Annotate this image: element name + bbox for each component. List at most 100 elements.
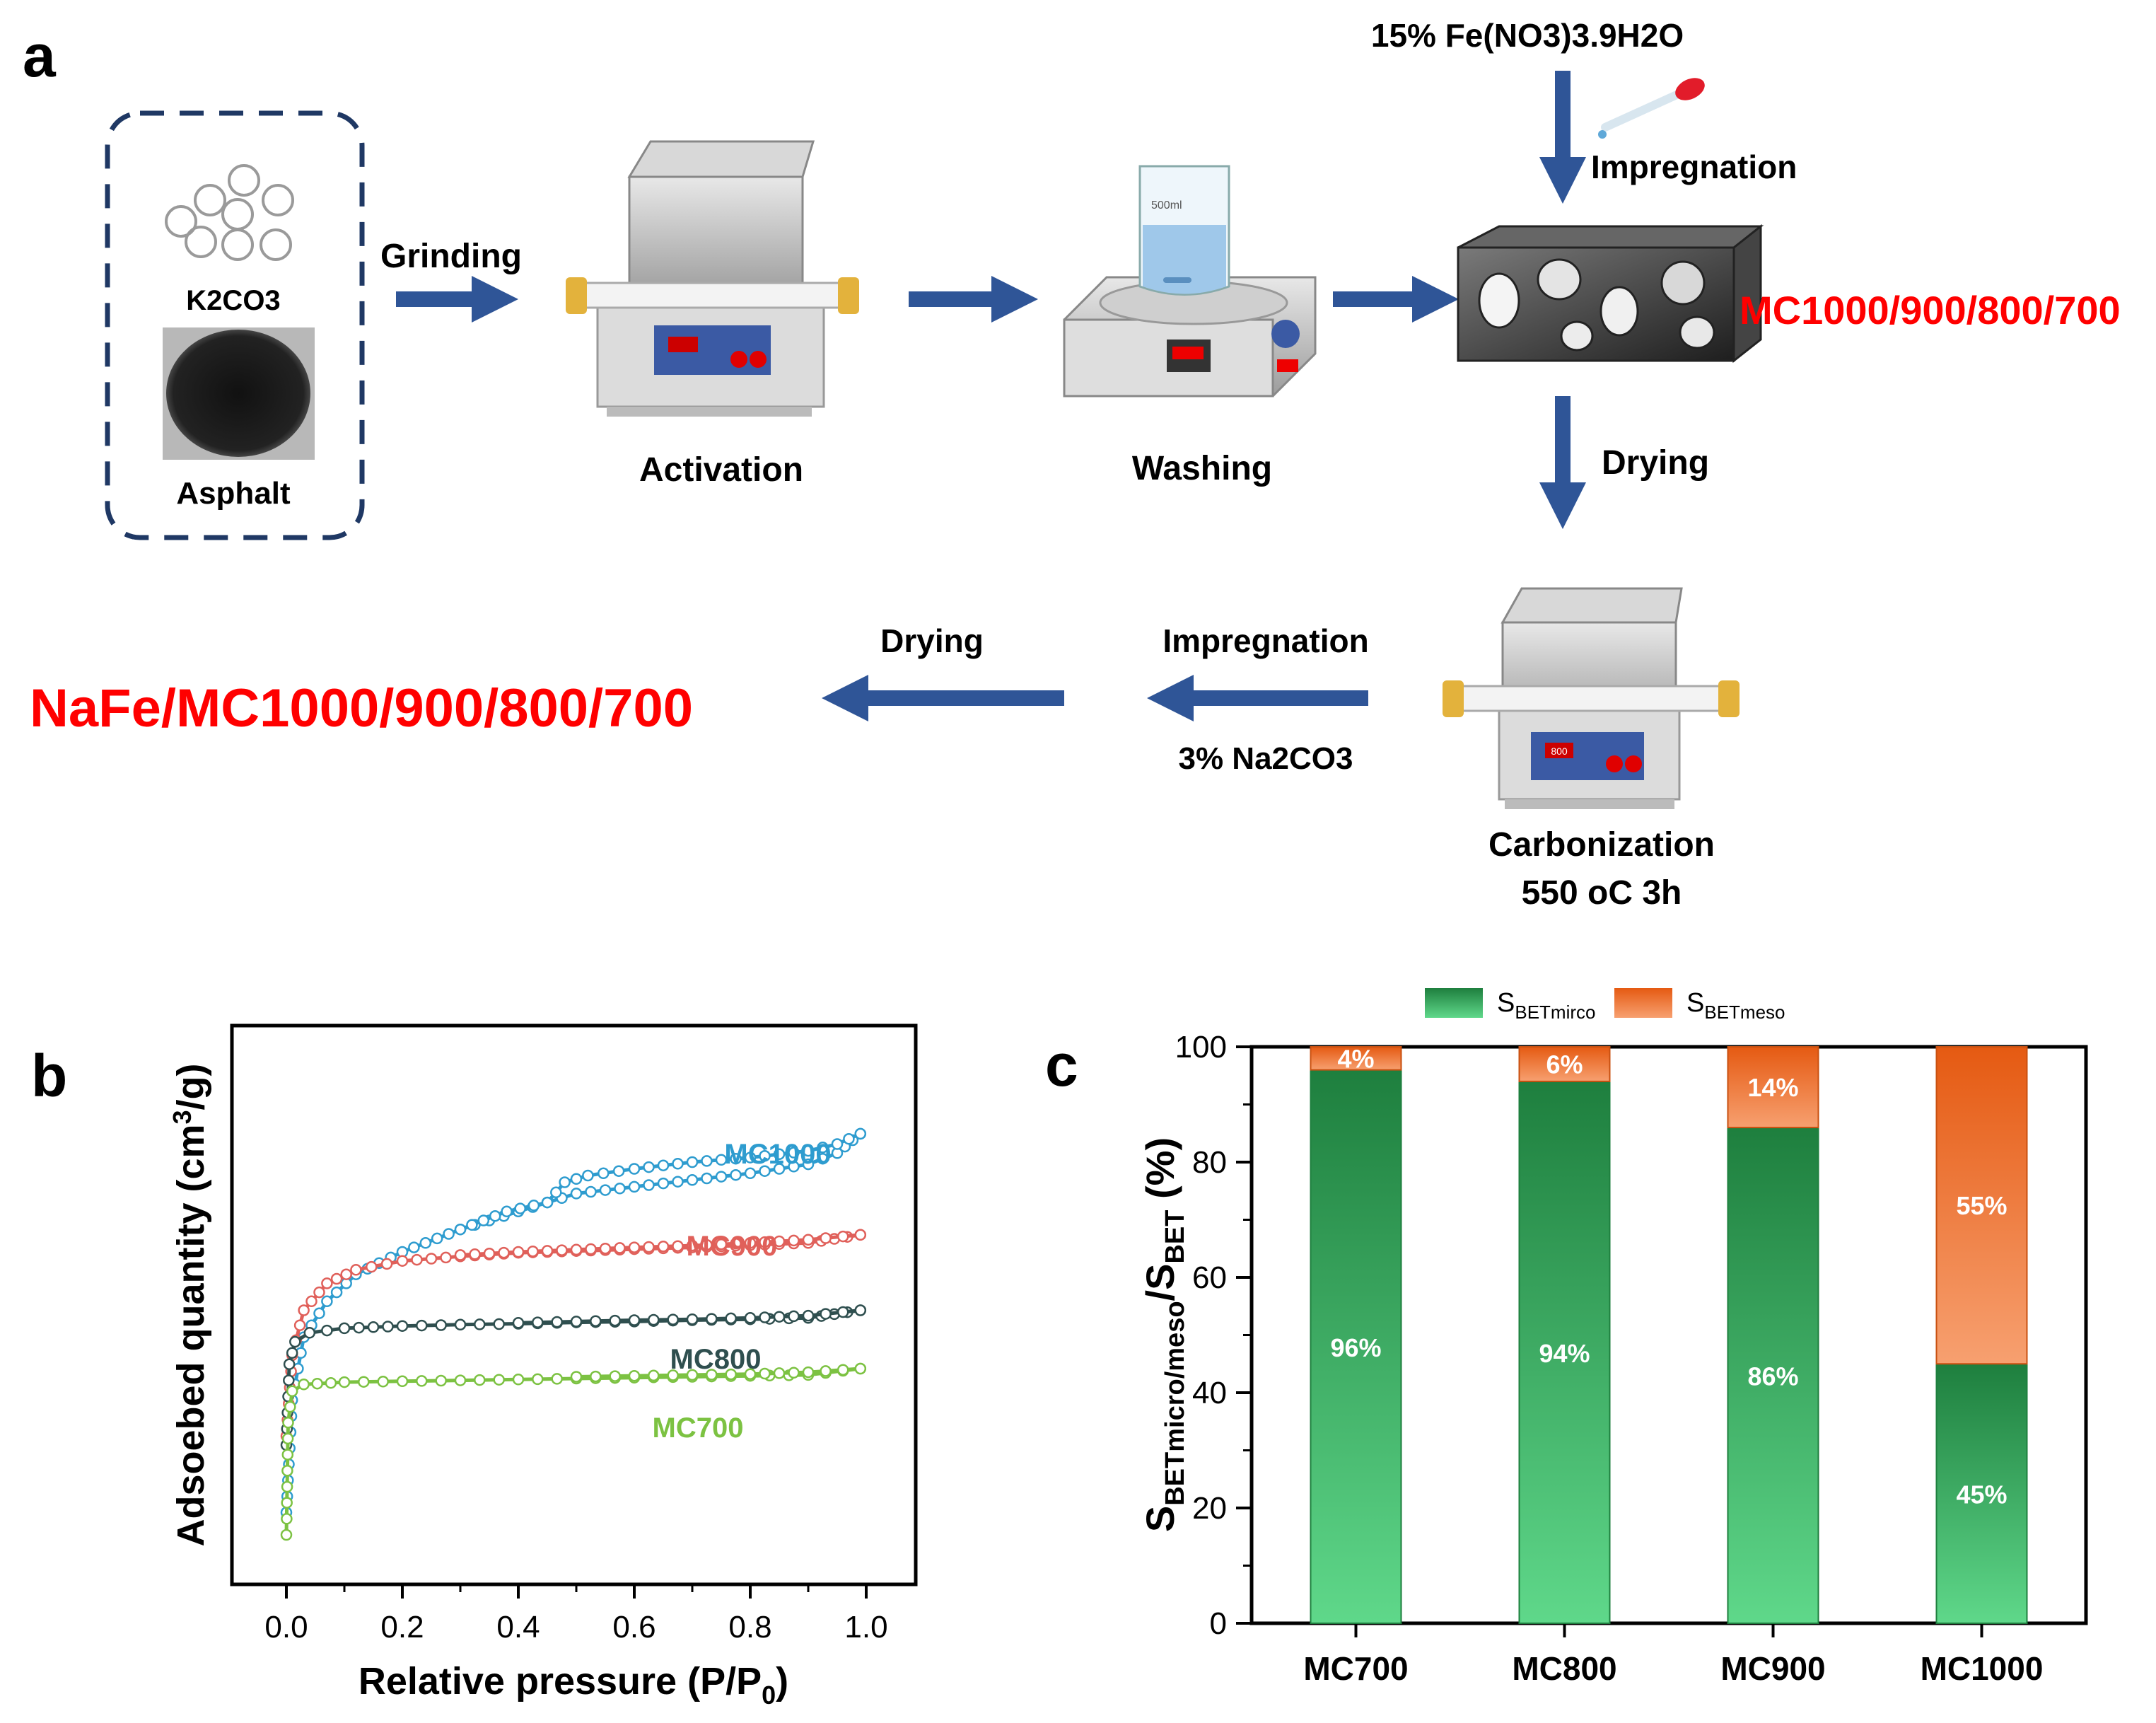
isotherm-point <box>283 1374 295 1386</box>
legend-swatch-micro <box>1425 988 1483 1018</box>
isotherm-point <box>305 1295 317 1308</box>
isotherm-point <box>706 1369 718 1381</box>
panel-a-label: a <box>23 23 57 89</box>
isotherm-point <box>802 1144 815 1157</box>
iron-salt-label: 15% Fe(NO3)3.9H2O <box>1371 17 1684 54</box>
isotherm-point <box>313 1286 325 1299</box>
carbonization-condition: 550 oC 3h <box>1522 874 1682 912</box>
panel-c-label: c <box>1045 1032 1078 1098</box>
plot-c-y-tick-label: 100 <box>1175 1030 1227 1064</box>
isotherm-desorption-line <box>576 1367 861 1379</box>
isotherm-point <box>701 1238 713 1251</box>
isotherm-point <box>498 1246 510 1259</box>
isotherm-point <box>648 1313 660 1326</box>
asphalt-pile <box>166 330 310 457</box>
isotherm-point <box>419 1237 432 1249</box>
plot-c-y-tick-label: 80 <box>1192 1145 1227 1180</box>
isotherm-point <box>725 1368 737 1381</box>
isotherm-point <box>788 1234 800 1247</box>
isotherm-point <box>281 1465 293 1477</box>
isotherm-point <box>759 1165 771 1177</box>
isotherm-point <box>435 1374 447 1387</box>
isotherm-point <box>550 1186 562 1199</box>
series-mc700: MC700 <box>280 1362 867 1541</box>
bar-meso-mc800 <box>1518 1046 1611 1082</box>
panel-a: a K2CO3 Asphalt Grinding Activation <box>23 17 2121 912</box>
bar-meso-mc1000 <box>1935 1046 2028 1365</box>
plot-b-x-tick-label: 1.0 <box>844 1610 887 1644</box>
isotherm-point <box>759 1236 771 1248</box>
final-product-label: NaFe/MC1000/900/800/700 <box>30 678 693 738</box>
plot-b-x-tick-label: 0.0 <box>264 1610 308 1644</box>
series-mc900: MC900 <box>280 1229 867 1442</box>
series-label: MC900 <box>687 1231 778 1262</box>
panel-b-label: b <box>31 1043 67 1109</box>
grinding-label: Grinding <box>380 238 522 275</box>
isotherm-point <box>599 1242 612 1255</box>
bar-meso-mc700 <box>1310 1046 1402 1071</box>
isotherm-point <box>686 1156 699 1168</box>
impregnation-fe-label: Impregnation <box>1591 149 1797 185</box>
legend-label-micro: SBETmirco <box>1497 988 1595 1023</box>
isotherm-point <box>435 1319 447 1331</box>
isotherm-point <box>773 1311 786 1323</box>
bar-micro-mc1000 <box>1935 1363 2028 1624</box>
plot-b-x-tick-label: 0.2 <box>380 1610 424 1644</box>
carbonization-label: Carbonization <box>1488 826 1715 864</box>
isotherm-point <box>338 1322 351 1335</box>
k2co3-particles-icon <box>165 164 294 261</box>
k2co3-label: K2CO3 <box>186 285 280 316</box>
bar-micro-label: 94% <box>1539 1339 1590 1368</box>
plot-b-ylabel: Adsoebed quantity (cm3/g) <box>168 1063 212 1546</box>
isotherm-point <box>286 1347 298 1359</box>
plot-c-category-label: MC800 <box>1512 1650 1616 1687</box>
bar-micro-mc800 <box>1518 1080 1611 1624</box>
isotherm-point <box>416 1375 428 1387</box>
plot-c-legend: SBETmirco SBETmeso <box>1425 988 1785 1023</box>
isotherm-point <box>443 1228 455 1240</box>
isotherm-point <box>284 1400 296 1413</box>
isotherm-point <box>817 1152 829 1165</box>
isotherm-point <box>759 1367 771 1380</box>
isotherm-point <box>474 1374 486 1386</box>
isotherm-point <box>831 1138 844 1150</box>
isotherm-point <box>477 1214 490 1226</box>
isotherm-adsorption-line <box>284 1367 861 1536</box>
isotherm-point <box>715 1171 728 1183</box>
plot-c-bars: 96%4%94%6%86%14%45%55% <box>1310 1044 2028 1624</box>
isotherm-point <box>454 1374 467 1386</box>
isotherm-point <box>759 1149 771 1162</box>
isotherm-point <box>321 1277 333 1289</box>
isotherm-point <box>820 1365 832 1377</box>
legend-label-meso: SBETmeso <box>1686 988 1785 1023</box>
plot-c-ylabel: SBETmicro/meso/SBET (%) <box>1138 1137 1190 1532</box>
isotherm-point <box>643 1161 655 1173</box>
isotherm-point <box>396 1320 409 1332</box>
isotherm-point <box>281 1449 294 1461</box>
isotherm-point <box>667 1313 679 1325</box>
isotherm-point <box>802 1234 815 1246</box>
isotherm-point <box>286 1385 298 1398</box>
isotherm-point <box>609 1314 621 1327</box>
tube-furnace-activation-icon <box>566 140 859 417</box>
isotherm-point <box>582 1169 594 1182</box>
isotherm-point <box>820 1232 832 1244</box>
bar-meso-label: 4% <box>1337 1044 1374 1073</box>
isotherm-point <box>686 1369 699 1381</box>
isotherm-point <box>773 1148 786 1161</box>
isotherm-point <box>474 1318 486 1330</box>
plot-c-y-tick-label: 0 <box>1210 1606 1227 1641</box>
isotherm-point <box>643 1241 655 1253</box>
isotherm-point <box>788 1147 800 1159</box>
porous-carbon-icon <box>1457 224 1764 364</box>
plot-c-y-tick-label: 40 <box>1192 1376 1227 1410</box>
mc-product-label: MC1000/900/800/700 <box>1740 288 2121 332</box>
isotherm-point <box>628 1369 641 1382</box>
beaker-volume: 500ml <box>1151 199 1182 211</box>
isotherm-point <box>541 1196 554 1209</box>
isotherm-point <box>541 1245 554 1257</box>
plot-b-xlabel: Relative pressure (P/P0) <box>359 1660 788 1710</box>
